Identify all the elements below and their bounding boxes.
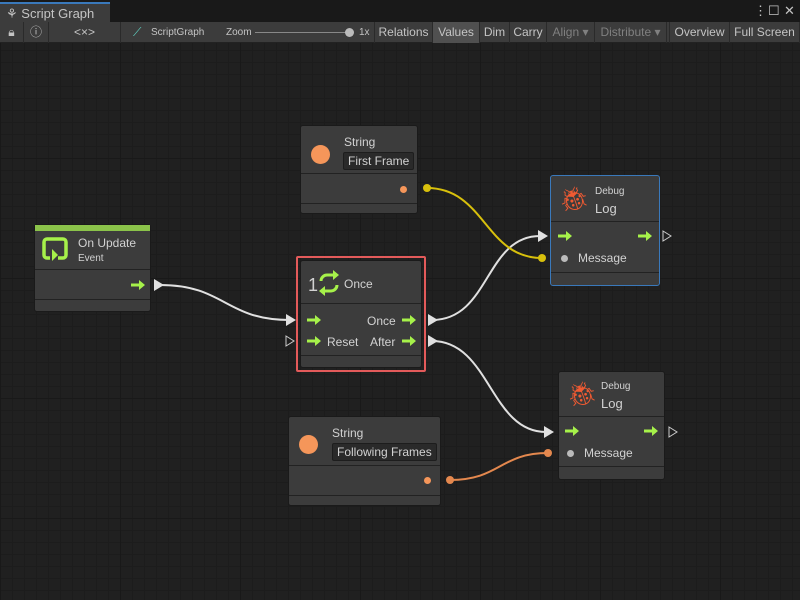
values-button[interactable]: Values bbox=[433, 22, 480, 43]
debug-log-node[interactable]: 🐞︎ Debug Log Message bbox=[558, 371, 665, 480]
once-output-port[interactable] bbox=[428, 314, 438, 326]
once-node[interactable]: 1 Once Once Reset After bbox=[300, 260, 422, 368]
maximize-icon[interactable]: ☐ bbox=[768, 3, 780, 18]
event-bar bbox=[35, 225, 150, 231]
reset-input-icon[interactable] bbox=[307, 336, 321, 346]
value-wire bbox=[426, 187, 543, 259]
flow-wire bbox=[431, 340, 547, 433]
selection-outline bbox=[296, 256, 426, 372]
zoom-value: 1x bbox=[359, 27, 370, 38]
on-update-node[interactable]: On Update Event bbox=[34, 224, 151, 312]
string-value-field[interactable]: Following Frames bbox=[332, 443, 437, 461]
toolbar: 🔒︎ ⓘ <×> ⟋ ScriptGraph Zoom 1x Relations… bbox=[0, 22, 800, 43]
overview-button[interactable]: Overview bbox=[669, 22, 730, 43]
flow-input-icon[interactable] bbox=[558, 231, 572, 241]
graph-icon: ⚘ bbox=[6, 6, 18, 21]
embed-button[interactable]: <×> bbox=[49, 22, 121, 43]
flow-input-port[interactable] bbox=[286, 314, 296, 326]
flow-output-icon[interactable] bbox=[131, 280, 145, 290]
debug-log-node[interactable]: 🐞︎ Debug Log Message bbox=[550, 175, 660, 286]
flow-wire bbox=[431, 235, 541, 321]
once-icon bbox=[319, 270, 339, 296]
flow-output-icon[interactable] bbox=[402, 336, 416, 346]
flow-wire bbox=[159, 284, 291, 321]
bug-icon: 🐞︎ bbox=[559, 186, 590, 213]
string-value-field[interactable]: First Frame bbox=[343, 152, 415, 170]
graph-name[interactable]: ScriptGraph bbox=[151, 27, 205, 38]
flow-output-port[interactable] bbox=[668, 426, 678, 438]
zoom-slider[interactable] bbox=[255, 32, 351, 33]
after-output-port[interactable] bbox=[428, 335, 438, 347]
align-dropdown[interactable]: Align ▾ bbox=[547, 22, 595, 43]
bug-icon: 🐞︎ bbox=[567, 381, 598, 408]
update-icon bbox=[42, 237, 68, 261]
reset-input-port[interactable] bbox=[285, 335, 295, 347]
script-graph-icon: ⟋ bbox=[133, 25, 142, 39]
flow-output-port[interactable] bbox=[662, 230, 672, 242]
string-icon bbox=[311, 145, 330, 164]
flow-output-icon[interactable] bbox=[644, 426, 658, 436]
flow-output-icon[interactable] bbox=[638, 231, 652, 241]
lock-button[interactable]: 🔒︎ bbox=[0, 22, 24, 43]
string-icon bbox=[299, 435, 318, 454]
flow-output-icon[interactable] bbox=[402, 315, 416, 325]
output-port[interactable] bbox=[400, 186, 407, 193]
close-icon[interactable]: ✕ bbox=[784, 3, 795, 18]
message-port[interactable] bbox=[567, 450, 574, 457]
relations-button[interactable]: Relations bbox=[374, 22, 433, 43]
flow-input-port[interactable] bbox=[538, 230, 548, 242]
string-node[interactable]: String First Frame bbox=[300, 125, 418, 214]
flow-output-port[interactable] bbox=[154, 279, 164, 291]
flow-input-port[interactable] bbox=[544, 426, 554, 438]
tab-bar: ⚘ Script Graph ⋮ ☐ ✕ bbox=[0, 0, 800, 22]
tab-script-graph[interactable]: ⚘ Script Graph bbox=[0, 2, 110, 22]
zoom-slider-handle[interactable] bbox=[345, 28, 354, 37]
output-port[interactable] bbox=[424, 477, 431, 484]
more-icon[interactable]: ⋮ bbox=[754, 3, 767, 18]
value-wire bbox=[449, 452, 549, 481]
zoom-label: Zoom bbox=[226, 27, 252, 38]
dim-button[interactable]: Dim bbox=[480, 22, 510, 43]
distribute-dropdown[interactable]: Distribute ▾ bbox=[595, 22, 667, 43]
string-node[interactable]: String Following Frames bbox=[288, 416, 441, 506]
flow-input-icon[interactable] bbox=[307, 315, 321, 325]
flow-input-icon[interactable] bbox=[565, 426, 579, 436]
carry-button[interactable]: Carry bbox=[510, 22, 547, 43]
info-button[interactable]: ⓘ bbox=[24, 22, 49, 43]
message-port[interactable] bbox=[561, 255, 568, 262]
breadcrumb: ⟋ ScriptGraph Zoom 1x bbox=[121, 22, 371, 43]
